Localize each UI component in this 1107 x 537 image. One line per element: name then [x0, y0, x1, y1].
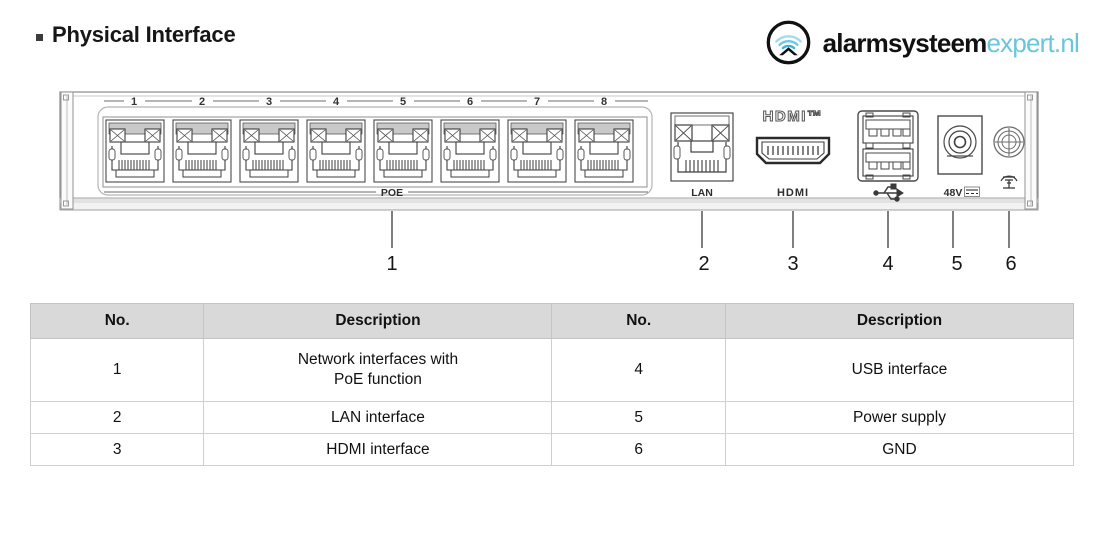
brand-logo: alarmsysteemexpert.nl — [765, 19, 1080, 66]
port-number: 8 — [601, 96, 607, 108]
description-line: PoE function — [334, 371, 422, 388]
device-rear-panel-drawing: 1 2 3 4 5 6 7 8 POE LAN HDMI™ — [59, 91, 1039, 275]
port-number: 5 — [400, 96, 406, 108]
table-header-row: No. Description No. Description — [29, 303, 1075, 339]
square-bullet-icon — [36, 33, 43, 41]
column-header-desc-left: Description — [203, 303, 553, 339]
port-number: 3 — [266, 96, 272, 108]
usb-port-stack — [857, 110, 919, 182]
port-number: 2 — [199, 96, 205, 108]
column-header-no-right: No. — [551, 303, 726, 339]
interface-description-table: No. Description No. Description 1 Networ… — [29, 303, 1075, 466]
cell-description: Power supply — [724, 401, 1075, 434]
port-numbers: 1 2 3 4 5 6 7 8 — [131, 96, 607, 108]
callout-number: 4 — [882, 253, 893, 275]
power-voltage-label: 48V — [944, 187, 963, 199]
table-row: 3 HDMI interface 6 GND — [29, 433, 1075, 466]
page-title: Physical Interface — [52, 22, 236, 47]
cell-description: LAN interface — [203, 401, 553, 434]
cell-no: 2 — [29, 401, 205, 434]
gnd-screw — [993, 126, 1025, 158]
cell-description: HDMI interface — [203, 433, 553, 466]
callout-number: 1 — [386, 253, 397, 275]
column-header-desc-right: Description — [724, 303, 1075, 339]
brand-name-primary: alarmsysteem — [822, 27, 988, 58]
port-number: 7 — [534, 96, 540, 108]
poe-group-label: POE — [381, 187, 403, 199]
port-number: 6 — [467, 96, 473, 108]
description-line: Network interfaces with — [297, 350, 459, 368]
lan-port — [670, 112, 734, 182]
lan-label: LAN — [691, 187, 713, 199]
hdmi-port — [755, 136, 831, 165]
cell-description: USB interface — [724, 338, 1075, 402]
usb-trident-icon — [873, 183, 904, 202]
cell-no: 6 — [551, 433, 726, 466]
cell-no: 5 — [551, 401, 726, 434]
alarm-wifi-logo-icon — [766, 20, 810, 65]
table-row: 1 Network interfaces with PoE function 4… — [29, 338, 1075, 402]
device-illustration: 1 2 3 4 5 6 7 8 POE LAN HDMI™ — [0, 80, 1107, 285]
brand-wordmark: alarmsysteemexpert.nl — [822, 27, 1080, 58]
callout-number: 5 — [951, 253, 962, 275]
page-heading: Physical Interface — [36, 22, 236, 48]
column-header-no-left: No. — [29, 303, 205, 339]
hdmi-label: HDMI — [777, 187, 809, 199]
ground-symbol-icon — [1000, 175, 1018, 189]
port-number: 1 — [131, 96, 137, 108]
callout-numbers: 1 2 3 4 5 6 — [386, 253, 1016, 275]
callout-number: 3 — [787, 253, 798, 275]
brand-name-secondary: expert.nl — [986, 27, 1079, 58]
callout-leaders — [391, 211, 1010, 248]
table-row: 2 LAN interface 5 Power supply — [29, 401, 1075, 434]
cell-no: 4 — [551, 338, 726, 402]
callout-number: 2 — [698, 253, 709, 275]
cell-no: 3 — [29, 433, 205, 466]
cell-description: Network interfaces with PoE function — [203, 338, 553, 402]
dc-symbol-icon — [964, 186, 980, 197]
callout-number: 6 — [1005, 253, 1016, 275]
hdmi-logo-label: HDMI™ — [763, 108, 824, 125]
cell-description: GND — [724, 433, 1075, 466]
cell-no: 1 — [29, 338, 205, 402]
power-jack — [937, 115, 983, 175]
port-number: 4 — [333, 96, 340, 108]
